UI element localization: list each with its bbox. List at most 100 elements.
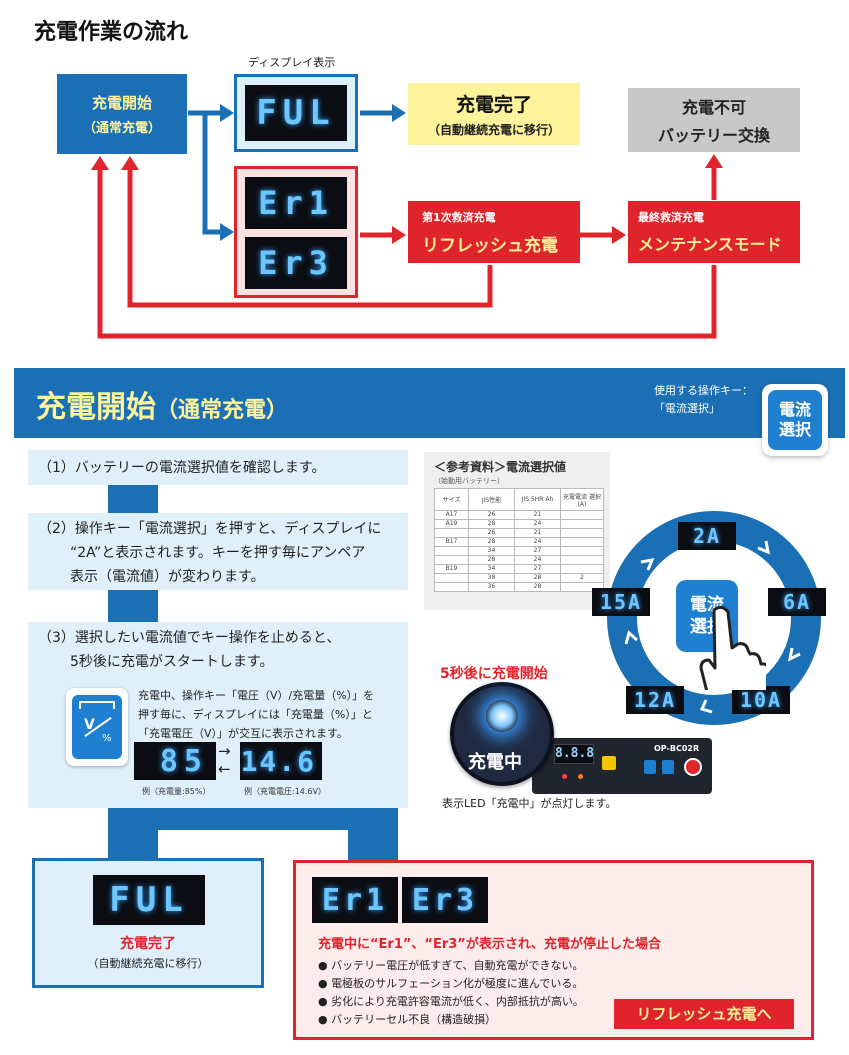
reference-cell: 21	[514, 510, 561, 520]
reference-col-header: JIS性能	[468, 488, 515, 511]
bullet-item-text: バッテリーセル不良（構造破損）	[331, 1013, 497, 1026]
lcd-charge-85: 85	[134, 742, 216, 780]
example-2-caption: 例（充電電圧:14.6V）	[244, 787, 326, 796]
note-text: 充電中、操作キー「電圧（V）/充電量（%）」を 押す毎に、ディスプレイには「充電…	[138, 686, 374, 743]
bottom-connector-horizontal	[108, 808, 398, 830]
dial-value-6a: 6A	[768, 588, 826, 616]
reference-cell: 27	[514, 564, 561, 574]
reference-col-header: サイズ	[434, 488, 469, 511]
panel-key-yellow	[602, 756, 616, 770]
flow-ful-frame: FUL	[234, 74, 358, 152]
reference-cell: 28	[514, 573, 561, 583]
section-title: 充電開始（通常充電）	[36, 382, 288, 426]
reference-cell	[560, 582, 604, 592]
reference-cell: A19	[434, 519, 469, 529]
flow-maint-big: メンテナンスモード	[638, 235, 782, 254]
reference-cell: 24	[514, 555, 561, 565]
bottom-bullet-list: ● バッテリー電圧が低すぎて、自動充電ができない。 ● 電極板のサルフェーション…	[318, 957, 584, 1029]
note-line3: 「充電電圧（V）」が交互に表示されます。	[138, 727, 348, 740]
reference-cell: 24	[514, 537, 561, 547]
flow-maint-small: 最終救済充電	[638, 211, 704, 224]
bottom-er1-lcd: Er1	[312, 877, 398, 923]
bottom-error-box: Er1 Er3 充電中に“Er1”、“Er3”が表示され、充電が停止した場合 ●…	[293, 860, 814, 1040]
panel-led-red	[562, 774, 567, 779]
section-header: 充電開始（通常充電） 使用する操作キー： 「電流選択」	[14, 368, 845, 438]
key-note: 使用する操作キー： 「電流選択」	[654, 382, 753, 418]
flow-title: 充電作業の流れ	[34, 20, 189, 45]
reference-header-row: サイズ JIS性能 JIS 5HR Ah 充電電流 選択(A)	[434, 488, 604, 511]
vbtn-v: V	[84, 717, 95, 733]
battery-glyph-icon	[79, 701, 115, 709]
step-connector-1	[108, 485, 158, 513]
flow-fail-box: 充電不可 バッテリー交換	[628, 88, 800, 152]
charger-panel: 8.8.8 OP-BC02R	[532, 738, 712, 794]
dial-value-2a-text: 2A	[692, 524, 722, 548]
flow-complete-box: 充電完了 （自動継続充電に移行）	[408, 83, 580, 145]
bottom-complete-box: FUL 充電完了 （自動継続充電に移行）	[32, 858, 264, 988]
dial-value-6a-text: 6A	[782, 590, 812, 614]
flow-er3-lcd: Er3	[245, 237, 347, 289]
reference-cell: 28	[468, 519, 515, 529]
reference-cell: 26	[468, 528, 515, 538]
flow-er1-lcd: Er1	[245, 177, 347, 229]
bullet-item-text: 劣化により充電許容電流が低く、内部抵抗が高い。	[331, 995, 584, 1008]
flow-refresh-box: 第1次救済充電 リフレッシュ充電	[408, 201, 580, 263]
reference-cell: 27	[514, 546, 561, 556]
flow-start-box: 充電開始 （通常充電）	[57, 74, 187, 154]
led-caption: 5秒後に充電開始	[440, 666, 548, 682]
panel-lcd: 8.8.8	[554, 744, 594, 764]
bottom-error-title: 充電中に“Er1”、“Er3”が表示され、充電が停止した場合	[318, 937, 661, 952]
reference-col-header: 充電電流 選択(A)	[560, 488, 604, 511]
flow-refresh-small: 第1次救済充電	[422, 211, 496, 224]
panel-lcd-text: 8.8.8	[555, 746, 595, 761]
lcd-voltage-146: 14.6	[240, 742, 322, 780]
flow-connectors	[91, 104, 723, 339]
reference-cell: A17	[434, 510, 469, 520]
reference-cell: 28	[468, 537, 515, 547]
key-btn-line1: 電流	[778, 400, 811, 419]
note-line1: 充電中、操作キー「電圧（V）/充電量（%）」を	[138, 689, 375, 702]
dial-value-15a: 15A	[592, 588, 650, 616]
panel-key-blue-1	[644, 760, 656, 774]
flow-fail-line1: 充電不可	[681, 98, 746, 117]
dial-value-12a: 12A	[626, 686, 684, 714]
bottom-er3-lcd: Er3	[402, 877, 488, 923]
flow-complete-line2: （自動継続充電に移行）	[427, 123, 560, 137]
flow-complete-line1: 充電完了	[455, 94, 532, 116]
refresh-charge-button[interactable]: リフレッシュ充電へ	[614, 999, 794, 1029]
section-title-paren: （通常充電）	[156, 398, 289, 423]
voltage-percent-key-icon: V %	[66, 688, 128, 766]
panel-key-blue-2	[662, 760, 674, 774]
reference-cell	[434, 528, 469, 538]
step2-box: （2）操作キー「電流選択」を押すと、ディスプレイに “2A”と表示されます。キー…	[28, 513, 408, 590]
bullet-item: ● 劣化により充電許容電流が低く、内部抵抗が高い。	[318, 995, 584, 1008]
reference-cell: 28	[514, 582, 561, 592]
reference-col-header: JIS 5HR Ah	[514, 488, 561, 511]
step1-box: （1）バッテリーの電流選択値を確認します。	[28, 450, 408, 485]
reference-cell: 28	[468, 555, 515, 565]
voltage-percent-key-face: V %	[72, 695, 122, 759]
step2-line3: 表示（電流値）が変わります。	[70, 569, 265, 585]
reference-cell: 21	[514, 528, 561, 538]
flow-err-frame: Er1 Er3	[234, 166, 358, 298]
step3-line1: （3）選択したい電流値でキー操作を止めると、	[38, 630, 341, 646]
key-note-line1: 使用する操作キー：	[654, 384, 753, 397]
reference-cell	[434, 573, 469, 583]
dial-value-10a-text: 10A	[739, 688, 783, 712]
reference-cell	[434, 546, 469, 556]
note-line2: 押す毎に、ディスプレイには「充電量（%）」と	[138, 708, 373, 721]
flow-start-line1: 充電開始	[91, 94, 152, 112]
dial-value-15a-text: 15A	[599, 590, 643, 614]
bullet-item: ● 電極板のサルフェーション化が極度に進んでいる。	[318, 977, 584, 990]
reference-cell: 24	[514, 519, 561, 529]
reference-card: ＜参考資料＞電流選択値 （始動用バッテリー） サイズ JIS性能 JIS 5HR…	[424, 452, 610, 610]
vbtn-pct: %	[102, 733, 112, 744]
